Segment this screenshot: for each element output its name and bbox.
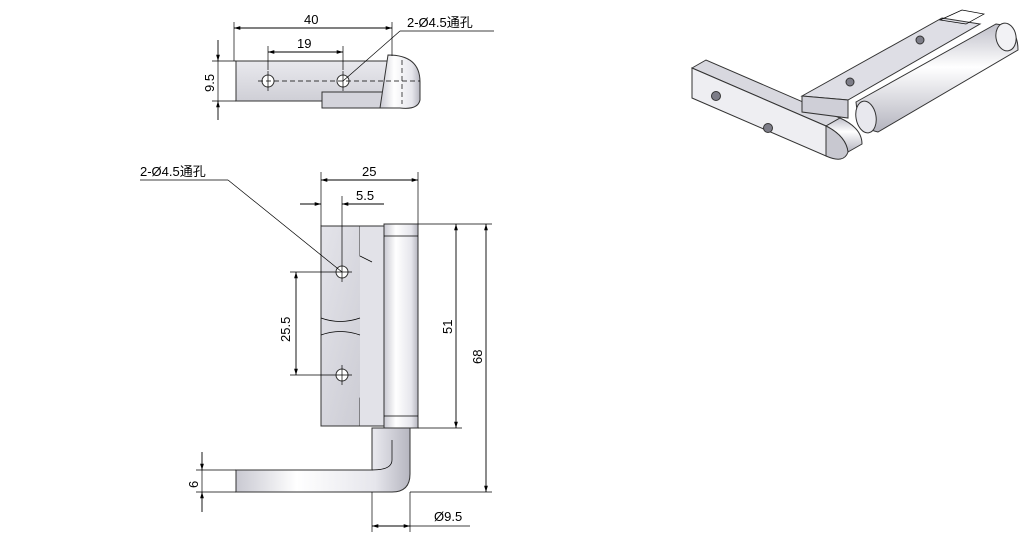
- dim-68: 68: [470, 350, 485, 364]
- dim-51: 51: [440, 320, 455, 334]
- dim-40: 40: [304, 12, 318, 27]
- top-view: 40 19 9.5 2-Ø4.5通孔: [202, 12, 494, 120]
- dim-5-5: 5.5: [356, 188, 374, 203]
- isometric-view: [690, 9, 1019, 160]
- top-hole-callout: 2-Ø4.5通孔: [407, 15, 473, 30]
- dim-pin-diameter: Ø9.5: [434, 509, 462, 524]
- dim-25-5: 25.5: [278, 317, 293, 342]
- dim-9-5: 9.5: [202, 74, 217, 92]
- front-view: 2-Ø4.5通孔 25 5.5 25.5 51 68 6: [140, 164, 492, 532]
- dim-6: 6: [186, 481, 201, 488]
- front-hole-callout: 2-Ø4.5通孔: [140, 164, 206, 179]
- dim-19: 19: [297, 36, 311, 51]
- dim-25: 25: [362, 164, 376, 179]
